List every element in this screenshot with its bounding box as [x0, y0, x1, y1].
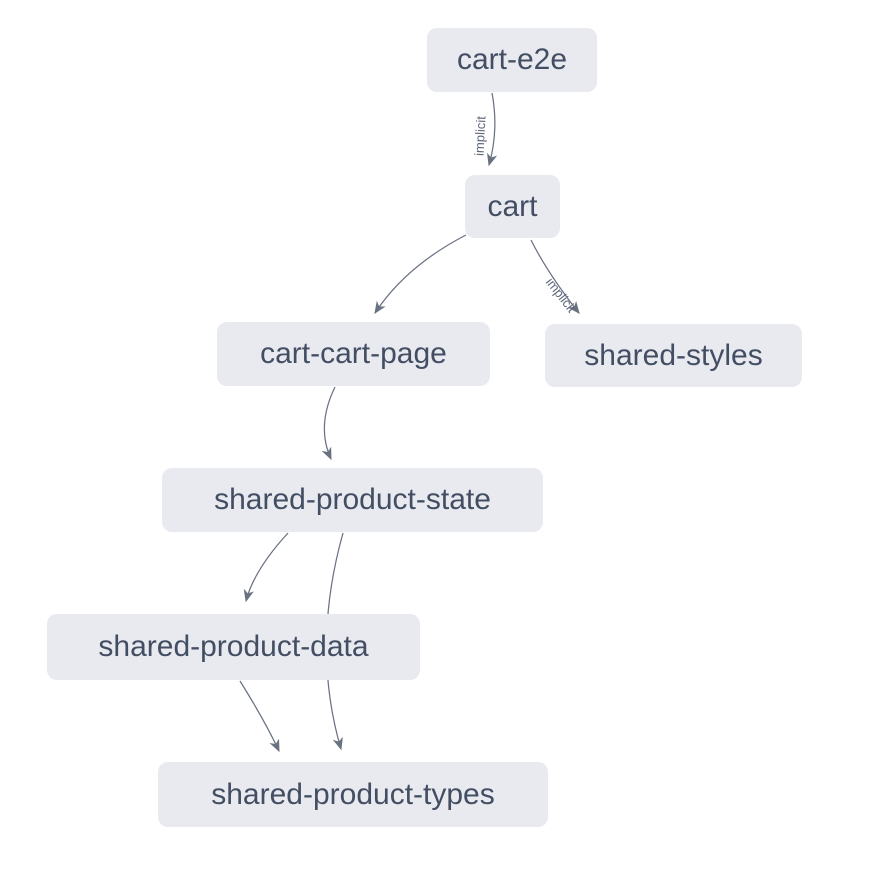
edge-cart-to-shared-styles	[530, 239, 580, 314]
node-shared-product-state[interactable]: shared-product-state	[162, 468, 543, 532]
node-cart-e2e[interactable]: cart-e2e	[427, 28, 597, 92]
edge-cart-to-cart-cart-page	[374, 234, 467, 315]
edge-cart-e2e-to-cart	[487, 92, 498, 167]
edge-cart-cart-page-to-shared-product-state	[321, 386, 336, 461]
node-cart-cart-page[interactable]: cart-cart-page	[217, 322, 490, 386]
node-cart[interactable]: cart	[465, 175, 560, 238]
edge-shared-product-state-to-shared-product-data	[243, 532, 289, 603]
node-shared-product-types[interactable]: shared-product-types	[158, 762, 548, 827]
node-shared-styles[interactable]: shared-styles	[545, 324, 802, 387]
edge-shared-product-data-to-shared-product-types	[239, 680, 280, 753]
node-shared-product-data[interactable]: shared-product-data	[47, 614, 420, 680]
